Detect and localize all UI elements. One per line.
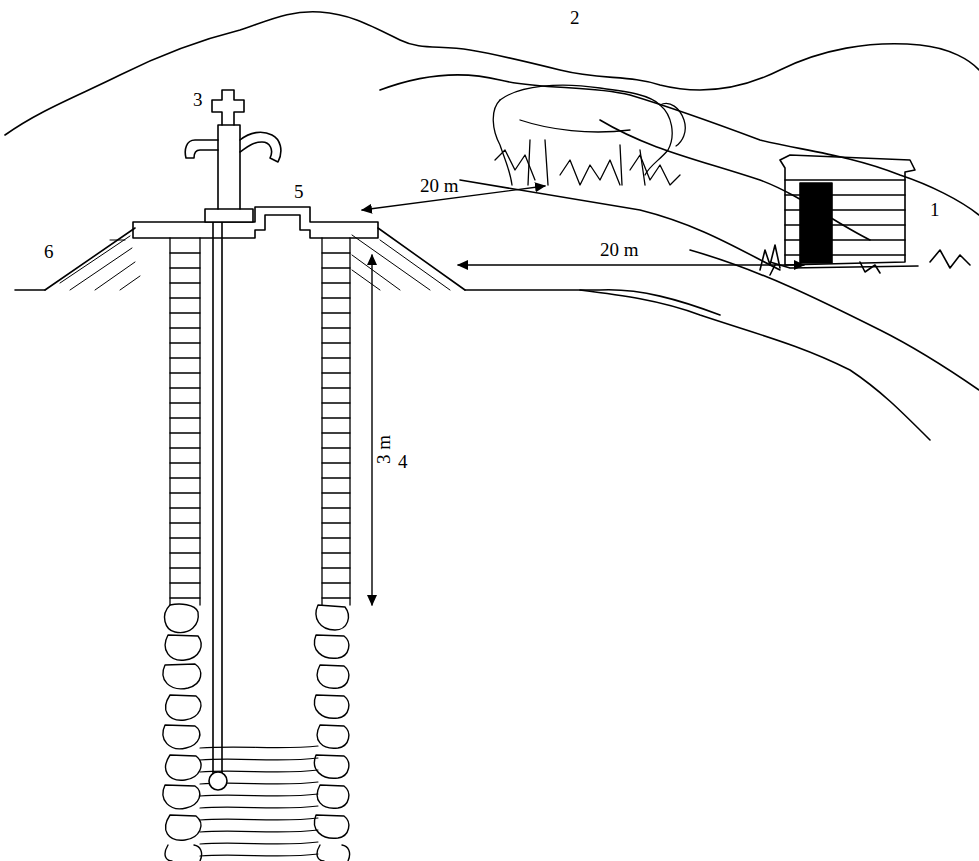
- callout-number: 6: [44, 242, 54, 261]
- water-lines: [200, 746, 318, 856]
- well-slab: [133, 207, 378, 238]
- hill-outline: [5, 12, 979, 440]
- hand-pump: [185, 90, 281, 790]
- cow-drawing: [493, 85, 685, 185]
- latrine-drawing: [760, 155, 970, 275]
- stone-lining: [163, 604, 350, 861]
- callout-number: 1: [930, 200, 940, 219]
- dimension-label: 20 m: [420, 176, 459, 195]
- callout-number: 2: [570, 8, 580, 27]
- dimension-label: 20 m: [600, 240, 639, 259]
- callout-number: 3: [193, 90, 203, 109]
- dimension-label: 3 m: [374, 435, 393, 464]
- ground-line: [15, 228, 720, 315]
- callout-number: 5: [294, 182, 304, 201]
- callout-number: 4: [398, 452, 408, 471]
- brick-lining: [170, 238, 350, 605]
- dimension-arrows: [362, 186, 804, 605]
